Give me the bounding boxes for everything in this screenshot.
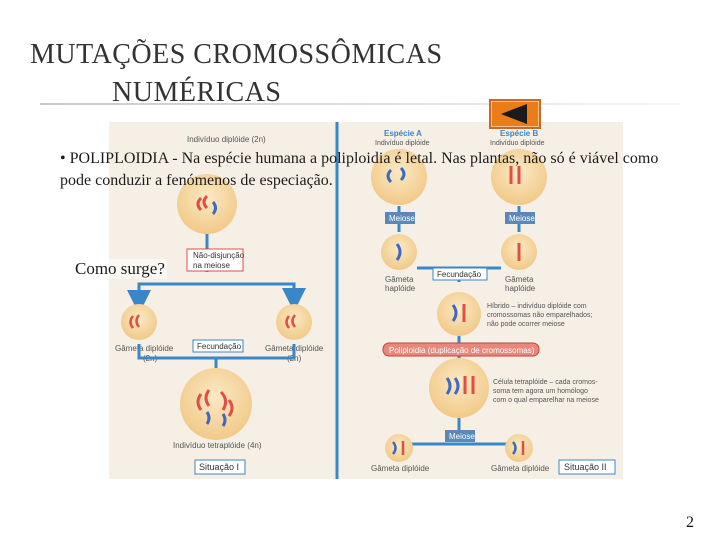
situacao-2-label: Situação II xyxy=(564,462,607,472)
situacao-1-box xyxy=(194,459,246,475)
back-button[interactable] xyxy=(489,99,541,129)
individuo-diploide-top-label: Indivíduo diplóide (2n) xyxy=(187,135,266,144)
meiose-a-label: Meiose xyxy=(389,214,415,223)
poliploidia-box xyxy=(382,342,540,357)
situacao-1-label: Situação I xyxy=(199,462,239,472)
poliploidia-label: Poliploidia (duplicação de cromossomas) xyxy=(389,346,535,355)
celula-label-1: Célula tetraplóide – cada cromos- xyxy=(493,379,598,386)
gameta-haploide-b-label-2: haplóide xyxy=(505,284,536,293)
especie-a-cell xyxy=(371,149,427,205)
hibrido-label-3: não pode ocorrer meiose xyxy=(487,321,565,328)
tetraploid-cell xyxy=(180,368,252,440)
bullet-body: - Na espécie humana a poliploidia é leta… xyxy=(60,150,659,189)
page-number: 2 xyxy=(686,514,694,531)
polyploidy-diagram: Indivíduo diplóide (2n) Não-disjunção na… xyxy=(115,122,616,479)
title-line-2: NUMÉRICAS xyxy=(112,77,282,108)
gameta-haploide-b-label-1: Gâmeta xyxy=(505,275,534,284)
diploid-cell-top xyxy=(177,174,237,234)
gameta-right-chromosomes xyxy=(285,314,297,329)
hibrido-blue xyxy=(451,304,458,322)
left-triangle-icon xyxy=(501,104,527,124)
fecundacao-right-label: Fecundação xyxy=(437,270,482,279)
polyploidy-bullet: • POLIPLOIDIA - Na espécie humana a poli… xyxy=(60,148,680,192)
meiose-final-label: Meiose xyxy=(449,432,475,441)
gameta-final-b-label: Gâmeta diplóide xyxy=(491,464,550,473)
situacao-2-box xyxy=(558,459,616,475)
merge-arrow xyxy=(137,344,296,368)
gameta-final-b-blue xyxy=(511,441,517,455)
fecundacao-right-box xyxy=(432,267,488,281)
especie-b-chromosomes xyxy=(509,166,521,184)
celula-label-2: soma tem agora um homólogo xyxy=(493,388,588,395)
gameta-final-a-label: Gâmeta diplóide xyxy=(371,464,430,473)
especie-b-label: Espécie B xyxy=(500,129,538,138)
bullet-lead: POLIPLOIDIA xyxy=(69,150,169,167)
gameta-final-a-cell xyxy=(385,434,413,462)
polyploidy-figure: Indivíduo diplóide (2n) Não-disjunção na… xyxy=(109,122,623,479)
title-divider xyxy=(40,103,680,105)
gameta-left-chromosomes xyxy=(129,314,141,329)
gameta-left-label-1: Gâmeta diplóide xyxy=(115,344,174,353)
especie-a-label: Espécie A xyxy=(384,129,422,138)
hibrido-label-2: cromossomas não emparelhados; xyxy=(487,312,592,319)
slide-title: MUTAÇÕES CROMOSSÔMICAS NUMÉRICAS xyxy=(30,36,630,112)
chromosomes-blue xyxy=(211,201,217,215)
gameta-final-a-blue xyxy=(391,441,397,455)
gameta-right-cell xyxy=(276,304,312,340)
individuo-b-label: Indivíduo diplóide xyxy=(490,140,545,147)
tetraploid-2-red xyxy=(463,376,475,394)
gameta-haploide-a-label-2: haplóide xyxy=(385,284,416,293)
especie-a-chromosomes xyxy=(386,166,406,184)
meiose-final-box xyxy=(445,430,475,442)
celula-label-3: com o qual emparelhar na meiose xyxy=(493,397,599,404)
nao-disjuncao-box xyxy=(186,248,244,272)
individuo-a-label: Indivíduo diplóide xyxy=(375,140,430,147)
hibrido-label-1: Híbrido – indivíduo diplóide com xyxy=(487,303,587,310)
split-arrow xyxy=(137,282,306,312)
fecundacao-left-box xyxy=(192,339,244,353)
gameta-haploide-a-chromosome xyxy=(395,243,402,261)
tetraploid-2-blue xyxy=(445,377,460,395)
chromosomes-red xyxy=(196,194,209,212)
title-line-1: MUTAÇÕES CROMOSSÔMICAS xyxy=(30,39,443,70)
nao-disjuncao-label-2: na meiose xyxy=(193,261,230,270)
fecundacao-left-label: Fecundação xyxy=(197,342,242,351)
meiose-b-label: Meiose xyxy=(509,214,535,223)
tetraploide-label: Indivíduo tetraplóide (4n) xyxy=(173,441,262,450)
meiose-a-box xyxy=(385,212,415,224)
gameta-final-b-cell xyxy=(505,434,533,462)
tetraploid-red xyxy=(196,389,234,417)
bullet-icon: • xyxy=(60,150,66,167)
gameta-haploide-a-label-1: Gâmeta xyxy=(385,275,414,284)
question-text: Como surge? xyxy=(73,259,167,279)
tetraploid-blue xyxy=(205,411,227,427)
hibrido-cell xyxy=(437,292,481,336)
nao-disjuncao-label-1: Não-disjunção xyxy=(193,251,245,260)
gameta-left-cell xyxy=(121,304,157,340)
meiose-b-box xyxy=(505,212,535,224)
